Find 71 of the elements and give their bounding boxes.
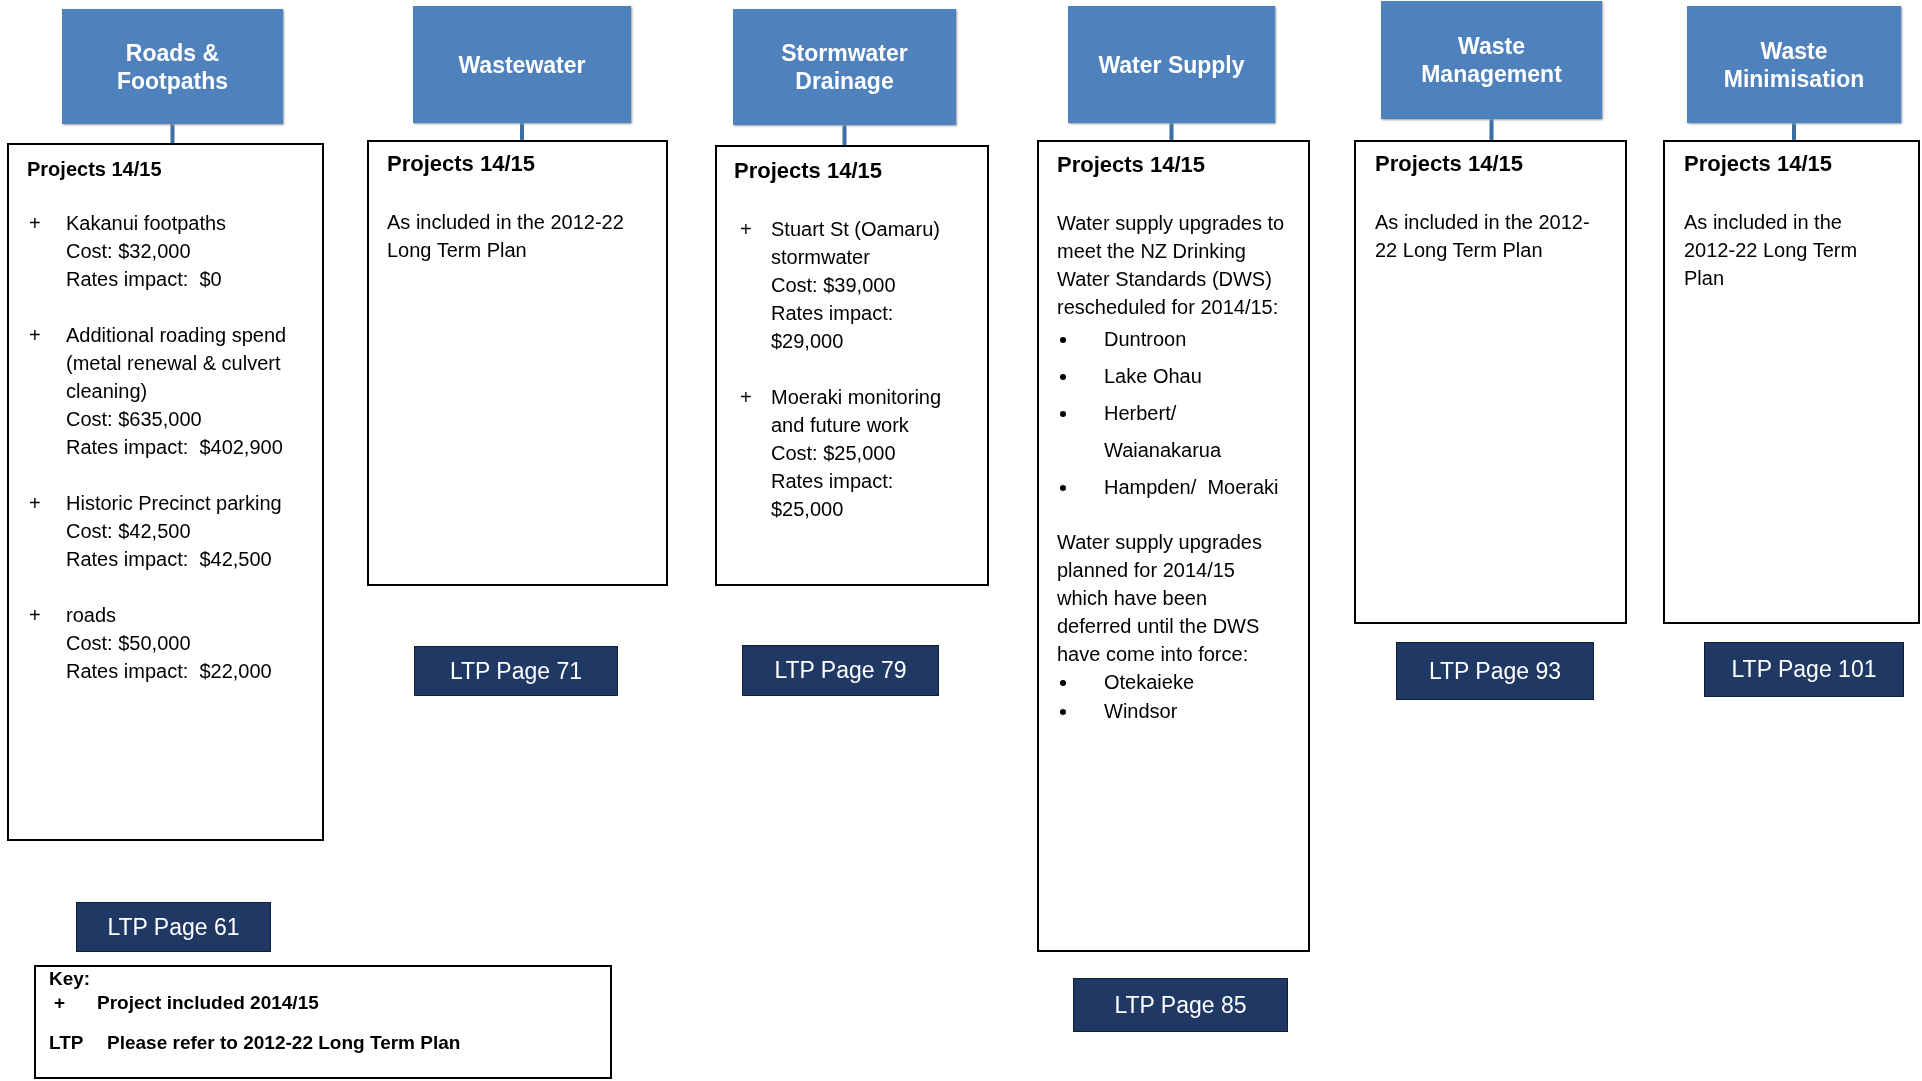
connector-line xyxy=(520,123,524,140)
key-box xyxy=(34,965,612,1079)
project-box xyxy=(367,140,668,586)
list-line: Cost: $635,000 xyxy=(66,407,203,432)
category-header: Water Supply xyxy=(1068,6,1275,123)
page-reference-button: LTP Page 85 xyxy=(1073,978,1288,1032)
paragraph-text: As included in the 2012-22 Long Term Plan xyxy=(1684,210,1859,291)
key-heading: Key: xyxy=(49,967,91,991)
list-line: Lake Ohau xyxy=(1104,364,1203,389)
connector-line xyxy=(842,125,847,145)
section-heading: Projects 14/15 xyxy=(387,150,535,178)
page-reference-button: LTP Page 79 xyxy=(742,645,939,696)
paragraph-text: Water supply upgrades planned for 2014/15 which have been deferred until the DWS have come into force: xyxy=(1057,530,1263,667)
key-text: + xyxy=(54,991,66,1015)
paragraph-text: Water supply upgrades to meet the NZ Drinking Water Standards (DWS) rescheduled for 2014/15: xyxy=(1057,211,1285,320)
list-line: Kakanui footpaths xyxy=(66,211,228,236)
list-line: Cost: $39,000 xyxy=(771,273,897,298)
list-line: Cost: $25,000 xyxy=(771,441,897,466)
project-box xyxy=(1663,140,1920,624)
key-text: Please refer to 2012-22 Long Term Plan xyxy=(107,1031,461,1055)
connector-line xyxy=(1489,119,1494,140)
category-header: Waste Management xyxy=(1381,1,1602,119)
page-reference-button: LTP Page 93 xyxy=(1396,642,1594,700)
list-line: Stuart St (Oamaru) stormwater xyxy=(771,217,941,270)
list-line: Rates impact: $42,500 xyxy=(66,547,273,572)
list-line: Rates impact: $402,900 xyxy=(66,435,284,460)
list-line: Rates impact: $0 xyxy=(66,267,223,292)
list-line: Moeraki monitoring and future work xyxy=(771,385,943,438)
connector-line xyxy=(1792,123,1796,140)
plus-marker: + xyxy=(29,491,41,516)
paragraph-text: As included in the 2012-22 Long Term Plan xyxy=(1375,210,1591,263)
list-line: Rates impact: $22,000 xyxy=(66,659,273,684)
list-line: Cost: $32,000 xyxy=(66,239,192,264)
list-line: Rates impact: $29,000 xyxy=(771,301,895,354)
list-line: Duntroon xyxy=(1104,327,1188,352)
key-text: Project included 2014/15 xyxy=(97,991,319,1015)
page-reference-button: LTP Page 61 xyxy=(76,902,271,952)
paragraph-text: As included in the 2012-22 Long Term Plan xyxy=(387,210,625,263)
plus-marker: + xyxy=(29,603,41,628)
key-text: LTP xyxy=(49,1031,84,1055)
list-line: roads xyxy=(66,603,118,628)
list-line: Herbert/ Waianakarua xyxy=(1104,401,1223,463)
plus-marker: + xyxy=(29,323,41,348)
list-line: Hampden/ Moeraki xyxy=(1104,475,1280,500)
list-line: Cost: $50,000 xyxy=(66,631,192,656)
plus-marker: + xyxy=(740,385,752,410)
page-reference-button: LTP Page 71 xyxy=(414,646,618,696)
section-heading: Projects 14/15 xyxy=(734,157,882,185)
plus-marker: + xyxy=(29,211,41,236)
list-line: Additional roading spend (metal renewal & culvert cleaning) xyxy=(66,323,288,404)
plus-marker: + xyxy=(740,217,752,242)
project-box xyxy=(1354,140,1627,624)
category-header: Stormwater Drainage xyxy=(733,9,956,125)
list-line: Otekaieke xyxy=(1104,670,1196,695)
section-heading: Projects 14/15 xyxy=(27,157,162,182)
list-line: Windsor xyxy=(1104,699,1179,724)
list-line: Historic Precinct parking xyxy=(66,491,283,516)
section-heading: Projects 14/15 xyxy=(1684,150,1832,178)
project-box xyxy=(7,143,324,841)
category-header: Waste Minimisation xyxy=(1687,6,1901,123)
project-box xyxy=(1037,140,1310,952)
list-line: Cost: $42,500 xyxy=(66,519,192,544)
list-line: Rates impact: $25,000 xyxy=(771,469,895,522)
category-header: Roads & Footpaths xyxy=(62,9,283,124)
section-heading: Projects 14/15 xyxy=(1057,151,1205,179)
category-header: Wastewater xyxy=(413,6,631,123)
connector-line xyxy=(1169,123,1174,140)
page-reference-button: LTP Page 101 xyxy=(1704,642,1904,697)
section-heading: Projects 14/15 xyxy=(1375,150,1523,178)
connector-line xyxy=(170,124,175,143)
project-box xyxy=(715,145,989,586)
